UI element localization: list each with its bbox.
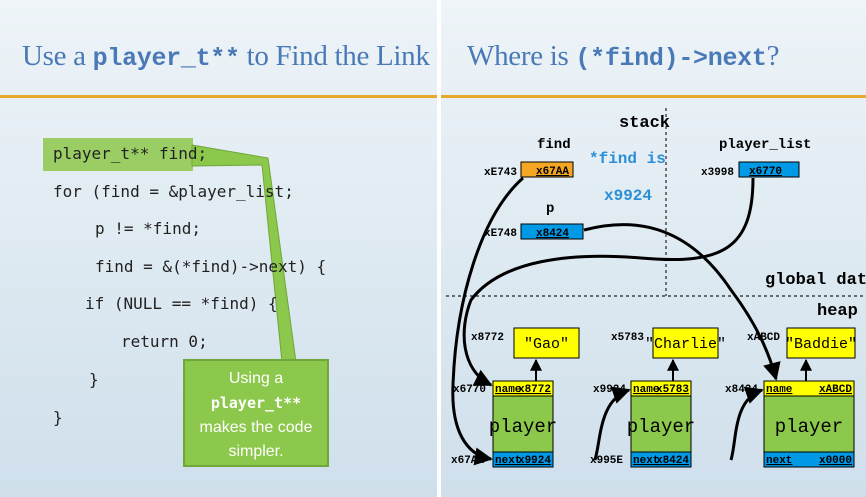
- code-line-3: p != *find;: [95, 219, 201, 238]
- var-find-addr: xE743: [484, 167, 517, 179]
- slide-separator: [437, 0, 441, 497]
- title-suffix: to Find the Link to Change: [246, 40, 437, 72]
- title-prefix: Use a: [22, 40, 93, 72]
- str-addr-1: x8772: [471, 332, 504, 344]
- string-value-3: "Baddie": [785, 336, 857, 353]
- node2-next-label: next: [633, 455, 659, 467]
- right-slide-title: Where is (*find)->next?: [467, 40, 780, 73]
- node1-name-label: name: [495, 384, 522, 396]
- var-find-name: find: [537, 137, 571, 153]
- var-p-addr: xE748: [484, 228, 517, 240]
- var-player-list-addr: x3998: [701, 167, 734, 179]
- node2-label: player: [627, 416, 695, 438]
- stack-label: stack: [619, 114, 670, 133]
- node2-next-addr: x995E: [590, 455, 623, 467]
- left-slide: Use a player_t** to Find the Link to Cha…: [0, 0, 437, 497]
- arrow-next-2: [729, 386, 764, 461]
- left-slide-title: Use a player_t** to Find the Link to Cha…: [22, 40, 437, 73]
- node1-next-field: [492, 451, 554, 468]
- node1-next-value: x9924: [518, 455, 551, 467]
- string-value-1: "Gao": [524, 336, 569, 353]
- node3-next-label: next: [766, 455, 792, 467]
- node2-next-value: x8424: [656, 455, 689, 467]
- code-line-6: return 0;: [121, 332, 208, 351]
- callout-box: Using a player_t** makes the code simple…: [183, 359, 329, 467]
- var-p-box: [520, 223, 584, 240]
- right-slide: Where is (*find)->next? stack global dat…: [441, 0, 866, 497]
- node3-next-value: x0000: [819, 455, 852, 467]
- code-line-5: if (NULL == *find) {: [85, 294, 278, 313]
- right-title-bar: Where is (*find)->next?: [441, 0, 866, 98]
- node1-next-label: next: [495, 455, 521, 467]
- var-p-value: x8424: [536, 228, 569, 240]
- node3-label: player: [775, 416, 843, 438]
- str-addr-3: xABCD: [747, 332, 780, 344]
- var-player-list-name: player_list: [719, 137, 811, 153]
- title-code: player_t**: [92, 44, 240, 73]
- node1-name-addr: x6770: [453, 384, 486, 396]
- callout-line-2: makes the code: [199, 419, 313, 436]
- node3-body: [763, 395, 855, 453]
- node2-name-label: name: [633, 384, 660, 396]
- arrow-next-1: [593, 386, 631, 461]
- arrow-player-list: [462, 177, 755, 387]
- var-player-list-box: [738, 161, 800, 178]
- global-data-label: global data: [765, 271, 866, 290]
- var-find-box: [520, 161, 574, 178]
- code-line-8: }: [53, 408, 63, 427]
- node3-next-field: [763, 451, 855, 468]
- code-line-1: player_t** find;: [53, 144, 208, 163]
- title-rule: [0, 95, 437, 98]
- str-addr-2: x5783: [611, 332, 644, 344]
- arrow-find: [451, 176, 524, 466]
- arrow-p: [583, 223, 781, 381]
- code-line-2: for (find = &player_list;: [53, 182, 294, 201]
- string-box-1: [513, 327, 580, 359]
- declaration-highlight: [43, 138, 193, 171]
- node1-body: [492, 395, 554, 453]
- var-find-value: x67AA: [536, 166, 569, 178]
- node3-name-value: xABCD: [819, 384, 852, 396]
- callout-line-3: simpler.: [228, 443, 284, 460]
- note-line-1: *find is: [589, 150, 666, 168]
- node3-name-label: name: [766, 384, 793, 396]
- memory-diagram: stack global data heap *find is x9924 fi…: [446, 108, 866, 468]
- title-rule: [441, 95, 866, 98]
- node1-label: player: [489, 416, 557, 438]
- var-player-list-value: x6770: [749, 166, 782, 178]
- callout-line-1: Using a player_t**: [210, 370, 302, 412]
- string-box-3: [786, 327, 856, 359]
- note-line-2: x9924: [604, 187, 652, 205]
- heap-label: heap: [817, 302, 858, 321]
- node2-name-value: x5783: [656, 384, 689, 396]
- code-line-7: }: [89, 370, 99, 389]
- code-line-4: find = &(*find)->next) {: [95, 257, 327, 276]
- string-value-2: "Charlie": [645, 336, 726, 353]
- var-p-name: p: [546, 201, 554, 217]
- node1-name-value: x8772: [518, 384, 551, 396]
- left-title-bar: Use a player_t** to Find the Link to Cha…: [0, 0, 437, 98]
- string-box-2: [652, 327, 719, 359]
- node2-next-field: [630, 451, 692, 468]
